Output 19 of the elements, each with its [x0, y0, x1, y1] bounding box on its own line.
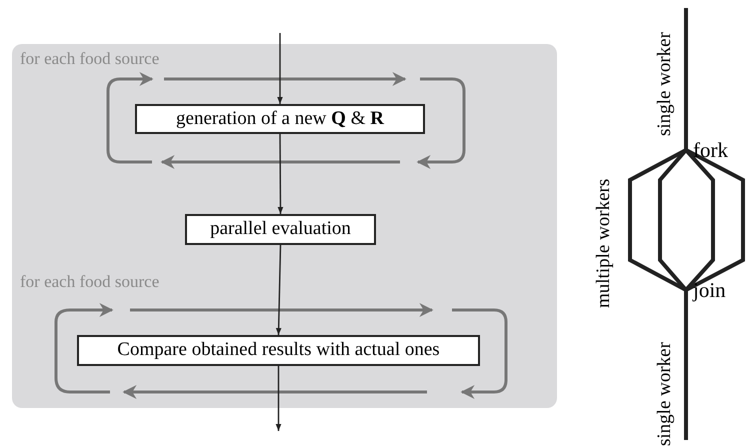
junction-label: fork [686, 140, 736, 160]
junction-label: join [686, 280, 736, 300]
worker-line [685, 148, 745, 292]
worker-line [628, 148, 687, 292]
process-box: generation of a new Q & R [135, 104, 425, 134]
arrow [278, 134, 284, 214]
edge-label: single worker [655, 31, 675, 136]
worker-line [684, 290, 688, 440]
process-box: parallel evaluation [185, 214, 376, 245]
loop-panel [12, 44, 557, 408]
worker-line [684, 8, 688, 150]
group-heading: for each food source [20, 49, 160, 69]
process-box: Compare obtained results with actual ones [77, 335, 480, 366]
edge-label: single worker [655, 341, 675, 446]
arrow [276, 244, 282, 336]
arrow [276, 366, 282, 431]
edge-label: multiple workers [594, 178, 614, 308]
arrow [277, 33, 283, 104]
group-heading: for each food source [20, 272, 160, 292]
